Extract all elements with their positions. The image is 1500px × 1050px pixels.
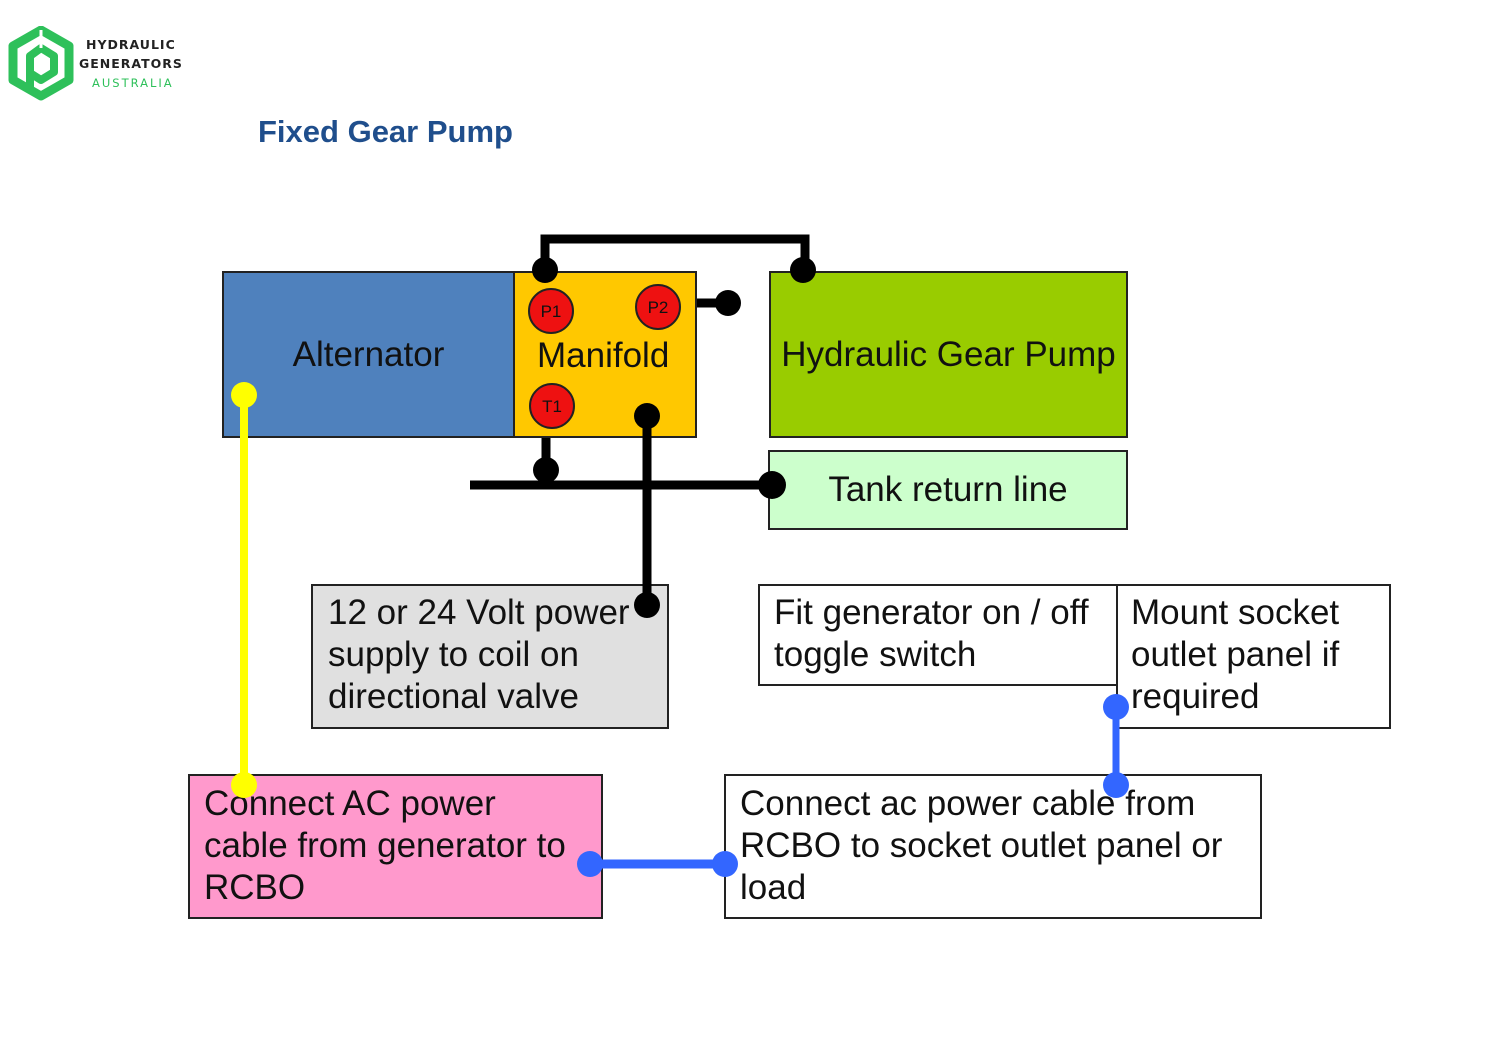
- pump-label: Hydraulic Gear Pump: [781, 334, 1116, 374]
- tank-label: Tank return line: [828, 470, 1068, 509]
- port-p2-label: P2: [647, 297, 669, 317]
- brand-logo: HYDRAULIC GENERATORS AUSTRALIA: [6, 26, 196, 102]
- port-t1-label: T1: [542, 396, 562, 416]
- pressure-line: [540, 234, 810, 270]
- connector-dot: [533, 457, 559, 483]
- hydraulic-gear-pump-box: Hydraulic Gear Pump: [769, 271, 1128, 438]
- manifold-label: Manifold: [537, 336, 670, 375]
- toggle-line: toggle switch: [774, 635, 977, 674]
- port-p1: P1: [528, 288, 574, 334]
- tank-return-line-box: Tank return line: [768, 450, 1128, 530]
- brand-line-1: HYDRAULIC: [86, 37, 176, 52]
- socket-line: Mount socket: [1131, 593, 1340, 632]
- brand-line-2: GENERATORS: [79, 56, 183, 71]
- alternator-label: Alternator: [292, 334, 445, 374]
- toggle-switch-box: Fit generator on / off toggle switch: [758, 584, 1118, 686]
- ac-power-line: cable from generator to: [204, 826, 566, 865]
- ac-power-cable-box: Connect AC power cable from generator to…: [188, 774, 603, 919]
- port-p2: P2: [635, 284, 681, 330]
- port-p1-label: P1: [540, 301, 562, 321]
- socket-line: required: [1131, 677, 1260, 716]
- rcbo-cable-box: Connect ac power cable from RCBO to sock…: [724, 774, 1262, 919]
- ac-power-line: RCBO: [204, 868, 306, 907]
- diagram-title: Fixed Gear Pump: [258, 114, 513, 149]
- port-t1: T1: [529, 383, 575, 429]
- coil-line: supply to coil on: [328, 635, 579, 674]
- rcbo-line: load: [740, 868, 807, 907]
- connector-dot: [715, 290, 741, 316]
- rcbo-line: RCBO to socket outlet panel or: [740, 826, 1223, 865]
- socket-outlet-box: Mount socket outlet panel if required: [1116, 584, 1391, 729]
- socket-line: outlet panel if: [1131, 635, 1340, 674]
- coil-line: directional valve: [328, 677, 579, 716]
- ac-power-line: Connect AC power: [204, 784, 496, 823]
- brand-line-3: AUSTRALIA: [92, 76, 174, 90]
- alternator-box: Alternator: [222, 271, 515, 438]
- hexagon-p-logo-icon: [8, 26, 74, 101]
- toggle-line: Fit generator on / off: [774, 593, 1089, 632]
- coil-power-supply-box: 12 or 24 Volt power supply to coil on di…: [311, 584, 669, 729]
- coil-line: 12 or 24 Volt power: [328, 593, 630, 632]
- rcbo-line: Connect ac power cable from: [740, 784, 1196, 823]
